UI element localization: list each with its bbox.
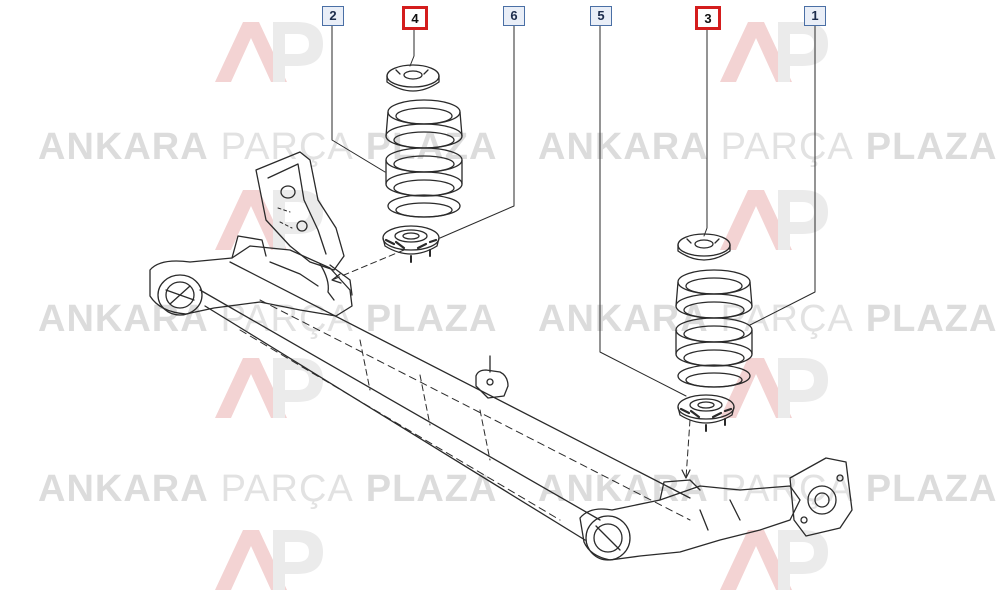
watermark-word: PARÇA <box>720 126 854 168</box>
watermark-word: ANKARA <box>38 468 209 510</box>
lower-spring-seat-left <box>382 225 440 263</box>
watermark-word: ANKARA <box>538 298 709 340</box>
axle-beam <box>199 261 691 541</box>
callout-5: 5 <box>590 6 612 26</box>
callout-3-highlighted: 3 <box>695 6 721 30</box>
watermark-text: ANKARA PARÇA PLAZA <box>38 298 497 341</box>
coil-spring-left <box>385 99 463 218</box>
watermark-word: PLAZA <box>365 468 498 510</box>
callout-4-highlighted: 4 <box>402 6 428 30</box>
watermark-word: PARÇA <box>220 126 354 168</box>
leader-line-4 <box>409 29 415 67</box>
upper-spring-seat-left <box>386 64 440 92</box>
watermark-word: ANKARA <box>38 298 209 340</box>
mount-arrow-icon <box>331 273 342 284</box>
watermark-word: PARÇA <box>720 298 854 340</box>
coil-spring-right <box>675 269 753 388</box>
leader-line-2 <box>331 25 386 173</box>
leader-line-5 <box>599 25 687 397</box>
callout-1: 1 <box>804 6 826 26</box>
mount-arrow-icon <box>681 469 691 479</box>
lower-spring-seat-right <box>677 394 735 432</box>
left-shock-bracket <box>255 151 345 301</box>
watermark-word: PARÇA <box>220 468 354 510</box>
watermark-word: ANKARA <box>538 126 709 168</box>
watermark-text: ANKARA PARÇA PLAZA <box>38 468 497 511</box>
watermark-word: PLAZA <box>365 298 498 340</box>
callout-6: 6 <box>503 6 525 26</box>
watermark-text: ANKARA PARÇA PLAZA <box>538 298 997 341</box>
watermark-word: PLAZA <box>865 468 998 510</box>
leader-line-6 <box>439 25 515 239</box>
watermark-word: ANKARA <box>38 126 209 168</box>
leader-lines <box>331 25 816 397</box>
leader-line-1 <box>749 25 816 326</box>
left-trailing-arm <box>149 235 353 317</box>
watermark-word: ANKARA <box>538 468 709 510</box>
watermark-word: PLAZA <box>865 126 998 168</box>
watermark-word: PARÇA <box>220 298 354 340</box>
watermark-word: PLAZA <box>865 298 998 340</box>
right-trailing-arm <box>579 457 853 561</box>
leader-line-3 <box>703 29 708 237</box>
upper-spring-seat-right <box>677 233 731 261</box>
mount-guide-lines <box>331 249 691 479</box>
callout-2: 2 <box>322 6 344 26</box>
watermark-text: ANKARA PARÇA PLAZA <box>538 126 997 169</box>
